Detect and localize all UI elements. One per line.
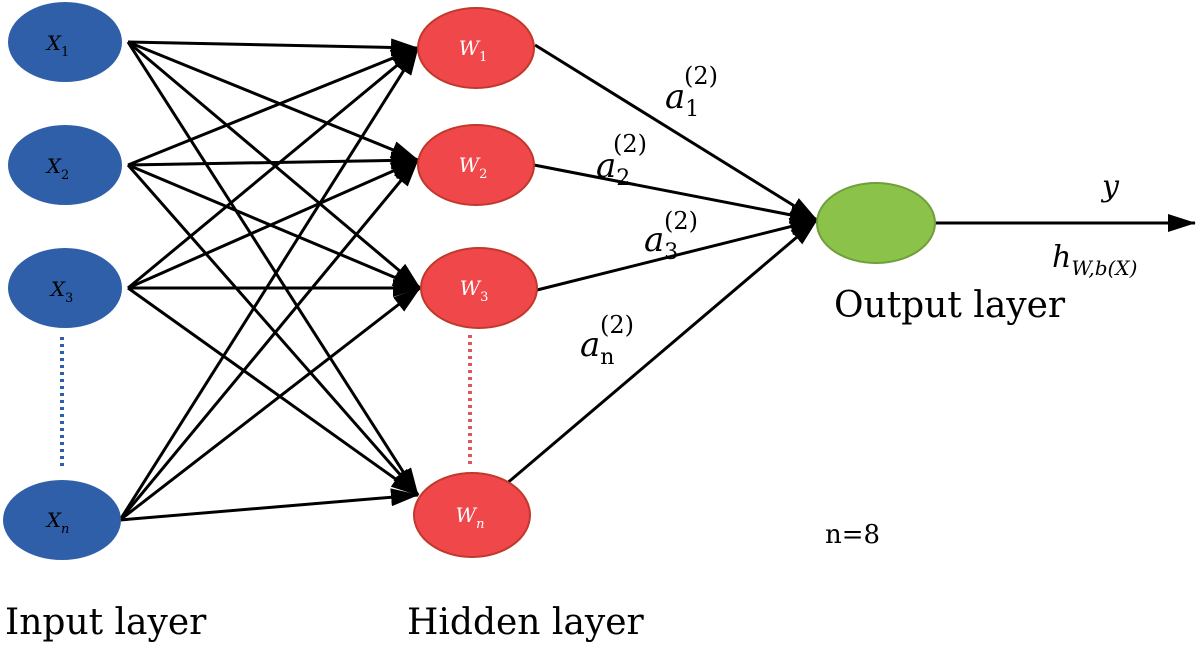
- hidden-node-shape: [420, 247, 538, 329]
- edge-input1-hidden2: [127, 40, 419, 162]
- activation-a2: a2: [596, 146, 630, 191]
- edge-input1-hidden1: [127, 38, 419, 57]
- output-y-label: y: [1100, 169, 1120, 204]
- hidden-node-3: W3: [420, 247, 538, 329]
- edge-input2-hidden2: [127, 151, 419, 170]
- edge-hidden4-output: [504, 218, 818, 487]
- edge-input1-hidden3: [127, 40, 421, 290]
- edge-input3-hidden2: [127, 158, 419, 290]
- hidden-node-2: W2: [417, 124, 535, 206]
- activation-an: an: [580, 325, 614, 370]
- edge-hidden3-output: [536, 217, 818, 292]
- hidden-node-label: W2: [459, 153, 488, 182]
- activation-sup-3: (2): [664, 207, 698, 235]
- edge-hidden1-output: [534, 43, 818, 222]
- activation-label-n: an (2): [580, 311, 634, 370]
- activation-label-3: a3 (2): [644, 207, 698, 265]
- input-node-2: X2: [8, 125, 122, 205]
- hidden-node-label: W1: [459, 36, 488, 65]
- hidden-node-n: Wn: [413, 472, 531, 558]
- edge-input4-hidden2: [118, 159, 420, 521]
- edge-input2-hidden4: [126, 164, 420, 496]
- hidden-node-shape: [413, 472, 531, 558]
- edge-input2-hidden1: [127, 46, 419, 167]
- activation-sup-2: (2): [613, 130, 647, 158]
- activation-label-1: a1 (2): [665, 62, 718, 122]
- activation-sup-n: (2): [600, 311, 634, 339]
- input-node-shape: [8, 125, 122, 205]
- edge-input3-hidden4: [127, 286, 419, 497]
- edge-input4-hidden3: [119, 286, 421, 522]
- input-layer-label: Input layer: [5, 602, 207, 643]
- hidden-node-label: W3: [460, 276, 489, 305]
- output-node: [816, 182, 936, 264]
- input-node-shape: [3, 480, 121, 560]
- input-node-3: X3: [8, 248, 122, 328]
- input-hidden-edges: [118, 38, 421, 522]
- hidden-output-edges: [504, 43, 818, 487]
- hidden-node-shape: [417, 7, 535, 89]
- edge-input4-hidden1: [118, 47, 420, 521]
- edge-input4-hidden4: [119, 488, 419, 522]
- hidden-node-1: W1: [417, 7, 535, 89]
- input-node-1: X1: [8, 2, 122, 82]
- activation-a3: a3: [644, 220, 678, 265]
- output-h-label: hW,b(X): [1052, 240, 1137, 280]
- input-node-shape: [8, 248, 122, 328]
- input-node-label: X2: [45, 154, 70, 183]
- input-node-shape: [8, 2, 122, 82]
- n-value-label: n=8: [825, 520, 880, 550]
- activation-sup-1: (2): [684, 62, 718, 90]
- edge-input3-hidden1: [127, 46, 419, 290]
- edge-hidden2-output: [533, 163, 818, 224]
- hidden-layer-label: Hidden layer: [407, 602, 645, 643]
- activation-label-2: a2 (2): [596, 130, 647, 191]
- input-node-label: Xn: [45, 508, 70, 537]
- hidden-node-label: Wn: [456, 503, 485, 532]
- input-node-label: X1: [45, 31, 70, 60]
- edge-input2-hidden3: [127, 163, 421, 290]
- input-node-label: X3: [49, 277, 74, 306]
- activation-a1: a1: [665, 77, 699, 122]
- output-layer-label: Output layer: [834, 285, 1066, 326]
- hidden-node-shape: [417, 124, 535, 206]
- input-node-n: Xn: [3, 480, 121, 560]
- edge-input1-hidden4: [126, 41, 420, 496]
